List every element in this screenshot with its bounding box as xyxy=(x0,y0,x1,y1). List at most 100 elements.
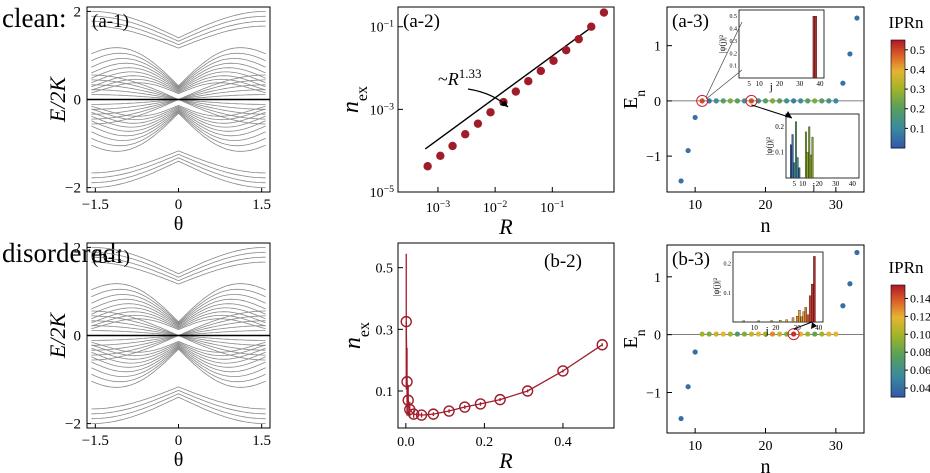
colorbar-segment xyxy=(891,311,905,314)
data-point xyxy=(536,66,546,76)
data-point xyxy=(436,151,445,161)
band-line xyxy=(91,11,266,39)
colorbar-segment xyxy=(891,72,905,75)
band-line xyxy=(91,150,266,174)
colorbar-segment xyxy=(891,77,905,81)
band-line xyxy=(91,109,266,137)
colorbar-segment xyxy=(891,309,905,312)
inset-bar xyxy=(811,136,814,179)
inset-bar xyxy=(808,295,812,323)
data-point xyxy=(486,108,495,117)
band-line xyxy=(91,288,266,324)
colorbar-segment xyxy=(891,85,905,88)
colorbar-segment xyxy=(891,316,905,320)
data-point xyxy=(727,98,733,104)
colorbar-segment xyxy=(891,103,905,106)
colorbar-segment xyxy=(891,95,905,99)
x-tick-label-base: 10 xyxy=(426,201,440,216)
data-point xyxy=(826,331,832,337)
data-point xyxy=(408,408,420,420)
y-tick-label: −2 xyxy=(65,417,81,433)
data-point xyxy=(415,409,428,421)
y-axis-label: nex xyxy=(338,86,371,113)
colorbar-segment xyxy=(891,146,905,149)
colorbar-segment xyxy=(891,299,905,303)
data-point xyxy=(854,15,860,21)
colorbar-segment xyxy=(891,142,905,145)
y-axis-label: E/2K xyxy=(45,76,70,124)
colorbar-segment xyxy=(891,65,905,68)
colorbar-segment xyxy=(891,58,905,61)
inset-x-tick-label: 10 xyxy=(756,80,764,88)
y-tick-label: 10−1 xyxy=(370,18,395,35)
colorbar-segment xyxy=(891,45,905,48)
colorbar-tick-label: 0.08 xyxy=(910,345,930,359)
band-line xyxy=(91,303,266,327)
data-point xyxy=(826,98,832,104)
colorbar-segment xyxy=(891,119,905,122)
data-point xyxy=(557,365,569,377)
data-point xyxy=(443,405,455,417)
x-tick-label-exp: −1 xyxy=(554,199,565,210)
data-point xyxy=(833,331,839,337)
colorbar-segment xyxy=(891,61,905,64)
data-point xyxy=(699,331,705,337)
colorbar-segment xyxy=(891,383,905,387)
data-point xyxy=(791,331,797,337)
data-point xyxy=(840,303,846,309)
y-axis-label-base: n xyxy=(340,337,366,349)
data-point xyxy=(685,384,691,390)
data-point xyxy=(847,51,853,57)
inset-bar xyxy=(802,311,805,323)
band-line xyxy=(91,160,266,188)
band-line xyxy=(91,47,266,87)
colorbar-segment xyxy=(891,104,905,108)
y-axis-label-base: E xyxy=(620,336,642,348)
colorbar-segment xyxy=(891,290,905,293)
data-point xyxy=(524,77,533,86)
band-line xyxy=(91,15,266,42)
y-tick-label-base: 10 xyxy=(370,103,384,118)
band-line xyxy=(91,298,266,326)
y-tick-label: 0.3 xyxy=(376,323,394,338)
x-tick-label: −1.5 xyxy=(82,197,109,213)
band-line xyxy=(91,106,266,124)
band-line xyxy=(91,396,266,424)
colorbar-segment xyxy=(891,286,905,290)
band-line xyxy=(91,342,266,360)
row-label-clean: clean: xyxy=(2,3,66,33)
colorbar-segment xyxy=(891,374,905,377)
colorbar-segment xyxy=(891,133,905,136)
x-tick-label: 1.5 xyxy=(252,433,271,449)
colorbar-segment xyxy=(891,131,905,135)
inset-frame xyxy=(738,9,825,79)
colorbar-segment xyxy=(891,296,905,299)
colorbar-segment xyxy=(891,378,905,381)
data-point xyxy=(706,331,712,337)
data-point xyxy=(423,162,432,171)
x-axis-label: R xyxy=(498,214,513,239)
data-point xyxy=(521,385,534,397)
inset-bar xyxy=(791,317,795,323)
band-line xyxy=(91,346,266,377)
x-tick-label: 30 xyxy=(829,198,843,213)
y-axis-label-base: E xyxy=(620,97,642,109)
inset-bar xyxy=(796,316,799,323)
x-tick-label: 20 xyxy=(759,198,773,213)
colorbar-segment xyxy=(891,361,905,364)
y-axis-label: En xyxy=(620,90,649,109)
x-tick-label: 20 xyxy=(759,439,773,454)
colorbar-segment xyxy=(891,391,905,394)
band-line xyxy=(91,58,266,89)
colorbar-segment xyxy=(891,110,905,113)
band-line xyxy=(91,111,266,147)
data-point xyxy=(692,349,698,355)
band-line xyxy=(91,247,266,275)
panel-label: (b-1) xyxy=(92,247,130,268)
colorbar-tick-label: 0.06 xyxy=(910,363,930,377)
colorbar-frame xyxy=(890,284,906,398)
inset-arrowhead xyxy=(785,111,792,118)
